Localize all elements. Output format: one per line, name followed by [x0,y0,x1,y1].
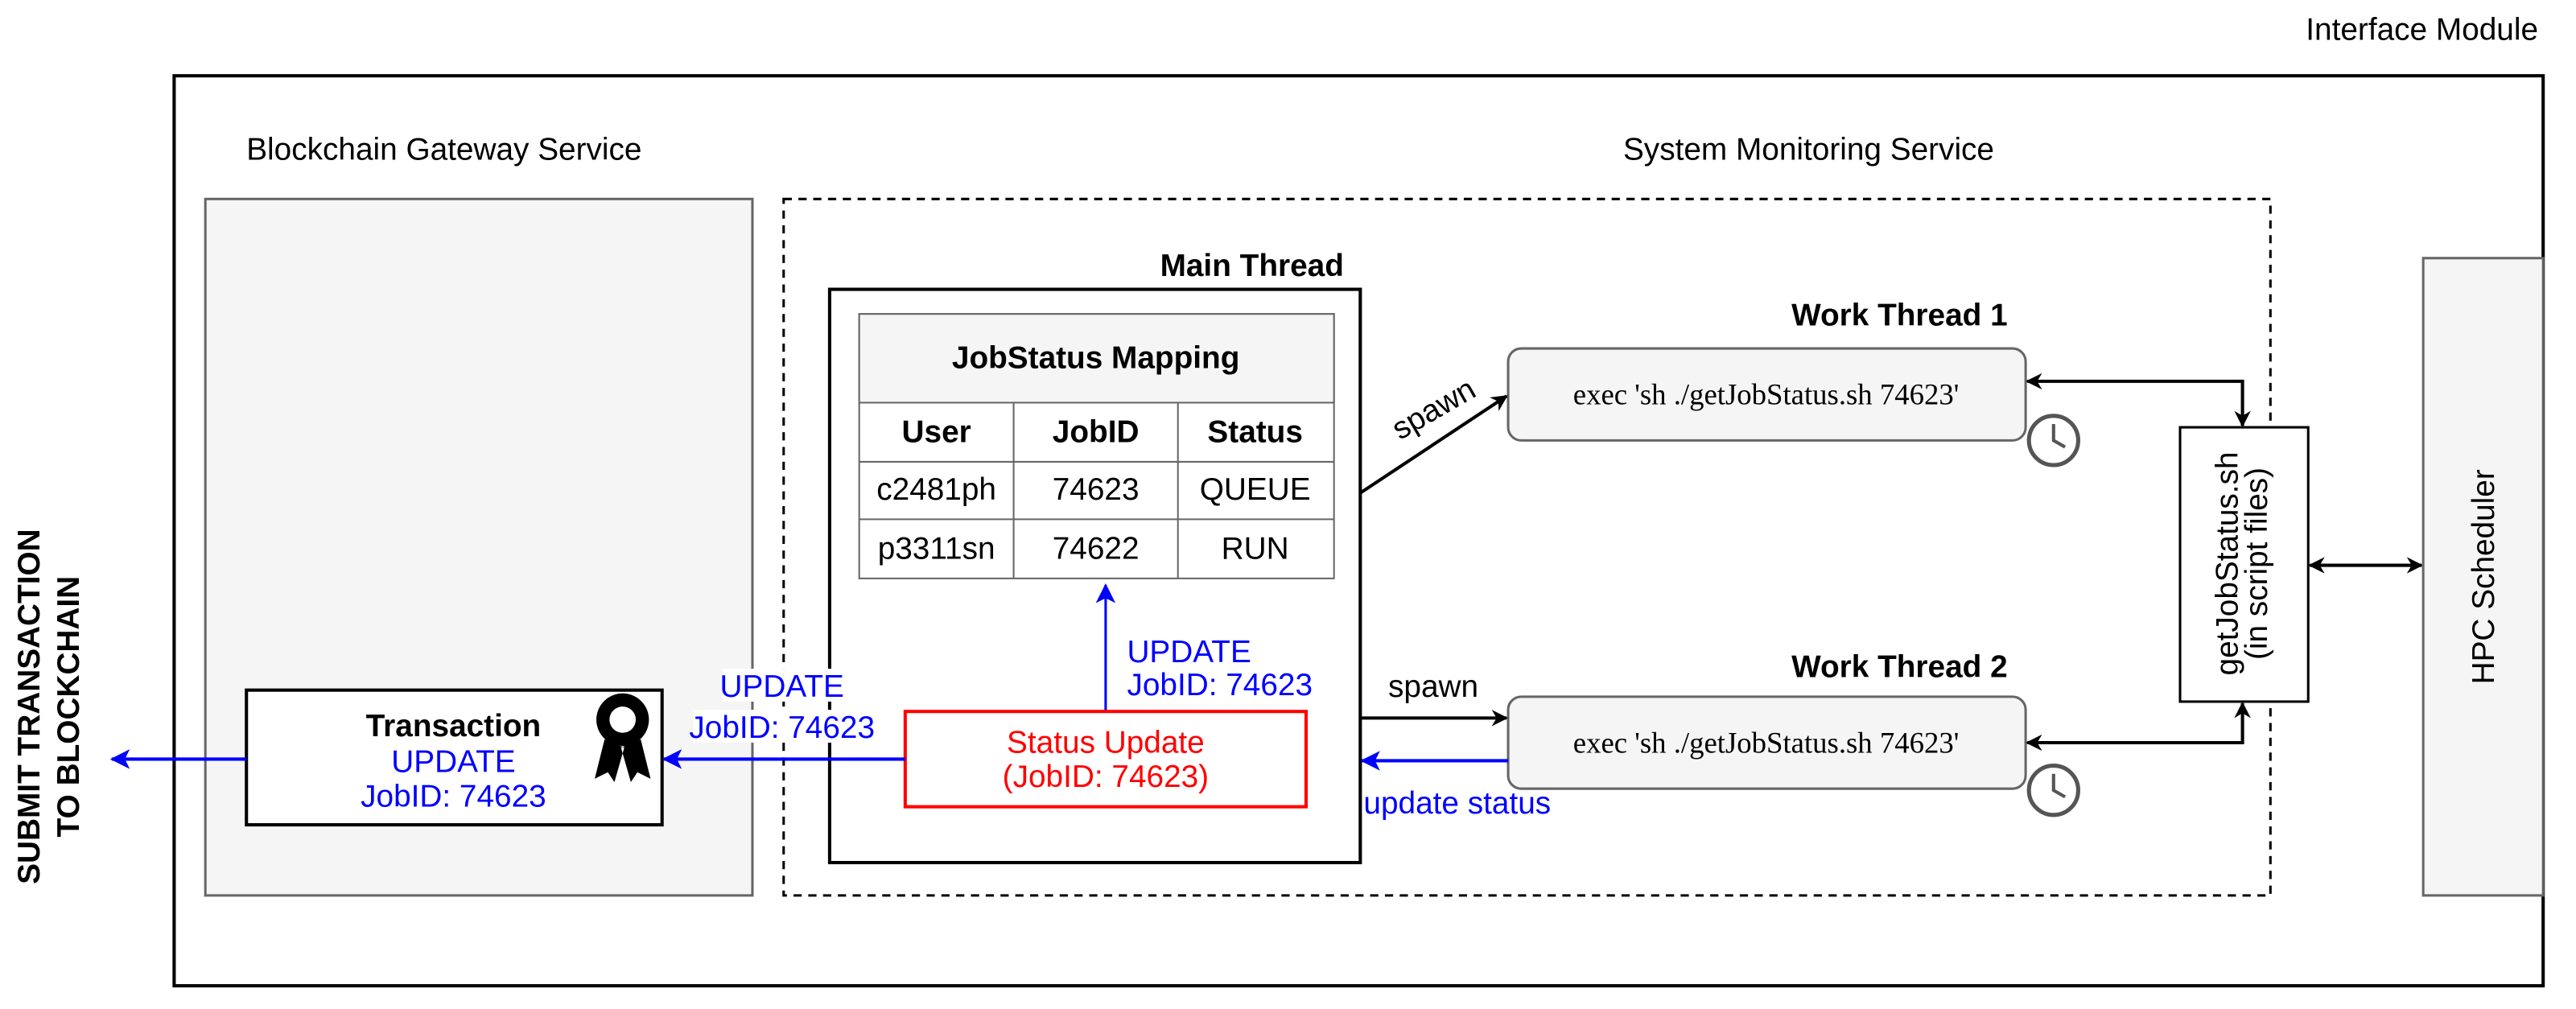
table-header: User [902,414,971,449]
svg-text:(JobID: 74623): (JobID: 74623) [1003,760,1209,794]
status-update-box: Status Update (JobID: 74623) [903,710,1308,809]
svg-text:TO BLOCKCHAIN: TO BLOCKCHAIN [52,576,86,837]
blockchain-gateway-title: Blockchain Gateway Service [246,132,641,167]
table-title: JobStatus Mapping [952,341,1240,376]
svg-text:74623: 74623 [1053,472,1140,507]
update-tx-line1: UPDATE [720,669,844,704]
update-table-line1: UPDATE [1127,635,1251,669]
work-thread-2-command: exec 'sh ./getJobStatus.sh 74623' [1573,726,1960,759]
main-thread-title: Main Thread [1160,249,1344,283]
update-tx-line2: JobID: 74623 [689,710,875,745]
svg-text:c2481ph: c2481ph [876,472,996,507]
spawn-arrow-1 [1359,394,1508,495]
table-row: p3311sn 74622 RUN [878,531,1289,566]
spawn-label-2: spawn [1388,669,1478,704]
svg-text:(in script files): (in script files) [2240,467,2274,660]
hpc-scheduler-box: HPC Scheduler [2421,257,2545,897]
award-certificate-icon [595,693,651,783]
module-title: Interface Module [2306,12,2538,47]
transaction-title: Transaction [366,709,542,743]
svg-text:SUBMIT TRANSACTION: SUBMIT TRANSACTION [12,529,47,883]
table-header: Status [1207,414,1302,449]
svg-text:74622: 74622 [1053,531,1140,566]
thread2-script-arrow [2026,701,2251,752]
svg-text:HPC Scheduler: HPC Scheduler [2467,469,2501,684]
transaction-line2: JobID: 74623 [361,780,546,814]
spawn-label-1: spawn [1386,372,1482,447]
transaction-box: Transaction UPDATE JobID: 74623 [245,688,664,827]
svg-text:p3311sn: p3311sn [878,531,995,566]
update-table-line2: JobID: 74623 [1127,668,1313,702]
work-thread-1-command: exec 'sh ./getJobStatus.sh 74623' [1573,377,1960,410]
submit-label: SUBMIT TRANSACTION TO BLOCKCHAIN [12,529,86,883]
work-thread-1-title: Work Thread 1 [1791,298,2008,332]
work-thread-2-title: Work Thread 2 [1791,649,2008,684]
script-box: getJobStatus.sh (in script files) [2178,426,2310,703]
transaction-line1: UPDATE [391,745,515,780]
svg-text:getJobStatus.sh: getJobStatus.sh [2210,451,2244,675]
table-header: JobID [1053,414,1140,449]
jobstatus-table: JobStatus Mapping User JobID Status c248… [858,313,1335,579]
svg-text:Status Update: Status Update [1007,725,1205,760]
svg-text:QUEUE: QUEUE [1200,472,1311,507]
clock-icon [2026,764,2080,817]
monitoring-title: System Monitoring Service [1623,132,1994,167]
clock-icon [2026,414,2080,467]
table-row: c2481ph 74623 QUEUE [876,472,1310,507]
svg-text:RUN: RUN [1222,531,1289,566]
update-status-label: update status [1363,786,1551,821]
thread1-script-arrow [2026,373,2251,428]
